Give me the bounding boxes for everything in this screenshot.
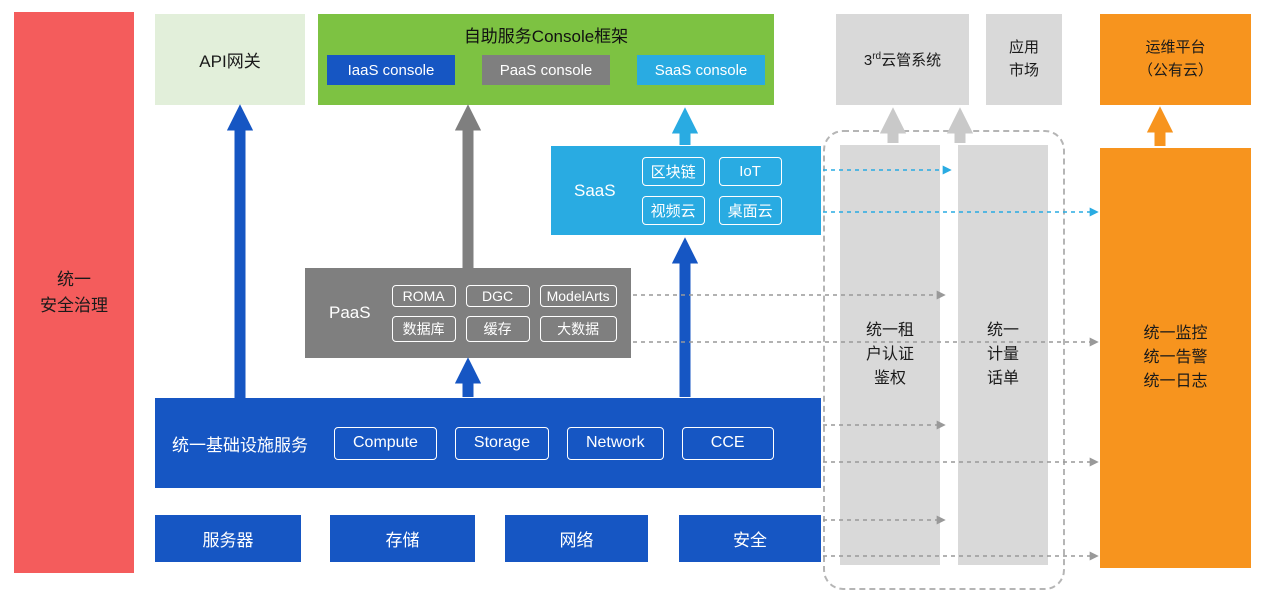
security-governance-label: 统一 安全治理 [40, 270, 108, 315]
om-platform-label: 运维平台 （公有云） [1137, 39, 1213, 79]
paas-service-database: 数据库 [391, 315, 456, 342]
hardware-box-server: 服务器 [155, 515, 301, 562]
hardware-box-network: 网络 [505, 515, 648, 562]
metering-label: 统一 计量 话单 [986, 322, 1019, 387]
paas-service-cache: 缓存 [465, 315, 530, 342]
hardware-box-security: 安全 [679, 515, 821, 562]
console-items: IaaS console PaaS console SaaS console [327, 55, 765, 85]
app-market-label: 应用 市场 [1008, 39, 1039, 79]
hardware-server-label: 服务器 [202, 531, 254, 550]
iaas-console-chip: IaaS console [327, 55, 455, 85]
paas-service-bigdata: 大数据 [539, 315, 617, 342]
console-frame-title: 自助服务Console框架 [463, 27, 629, 46]
hardware-security-label: 安全 [733, 531, 767, 550]
monitoring-bar: 统一监控 统一告警 统一日志 [1100, 148, 1251, 568]
infra-service-compute: Compute [334, 426, 437, 460]
hardware-storage-label: 存储 [385, 531, 420, 550]
infra-service-network: Network [566, 426, 664, 460]
tenant-auth-bar: 统一租 户认证 鉴权 [840, 145, 940, 565]
api-gateway-label: API网关 [199, 52, 261, 71]
saas-service-video-cloud: 视频云 [641, 195, 705, 225]
saas-label: SaaS [574, 180, 616, 200]
third-party-cloud-rest: 云管系统 [881, 52, 942, 69]
app-market-box: 应用 市场 [986, 14, 1062, 105]
console-frame-box: 自助服务Console框架 IaaS console PaaS console … [318, 14, 774, 105]
saas-console-chip: SaaS console [637, 55, 765, 85]
third-party-cloud-base: 3 [863, 52, 873, 69]
infrastructure-label: 统一基础设施服务 [172, 435, 308, 455]
saas-services: 区块链 IoT 视频云 桌面云 [641, 156, 782, 225]
monitoring-label: 统一监控 统一告警 统一日志 [1143, 325, 1208, 390]
saas-service-desktop-cloud: 桌面云 [718, 195, 782, 225]
third-party-cloud-sup: rd [872, 51, 882, 62]
infra-service-storage: Storage [454, 426, 549, 460]
saas-service-iot: IoT [718, 156, 782, 186]
infra-service-cce: CCE [681, 426, 774, 460]
paas-console-chip: PaaS console [482, 55, 610, 85]
paas-label: PaaS [329, 303, 371, 322]
third-party-cloud-box: 3rd云管系统 [836, 14, 969, 105]
api-gateway-box: API网关 [155, 14, 305, 105]
third-party-cloud-label: 3rd云管系统 [864, 49, 941, 70]
paas-service-dgc: DGC [465, 284, 530, 307]
saas-box: SaaS 区块链 IoT 视频云 桌面云 [551, 146, 821, 235]
hardware-box-storage: 存储 [330, 515, 475, 562]
infrastructure-services: Compute Storage Network CCE [334, 426, 774, 460]
om-platform-box: 运维平台 （公有云） [1100, 14, 1251, 105]
paas-service-modelarts: ModelArts [539, 284, 617, 307]
tenant-auth-label: 统一租 户认证 鉴权 [865, 322, 914, 387]
hardware-network-label: 网络 [559, 531, 594, 550]
security-governance-bar: 统一 安全治理 [14, 12, 134, 573]
metering-bar: 统一 计量 话单 [958, 145, 1048, 565]
shared-services-frame [823, 130, 1065, 590]
saas-service-blockchain: 区块链 [641, 156, 705, 186]
paas-box: PaaS ROMA DGC ModelArts 数据库 缓存 大数据 [305, 268, 631, 358]
paas-service-roma: ROMA [391, 284, 456, 307]
paas-services: ROMA DGC ModelArts 数据库 缓存 大数据 [391, 284, 617, 342]
infrastructure-box: 统一基础设施服务 Compute Storage Network CCE [155, 398, 821, 488]
